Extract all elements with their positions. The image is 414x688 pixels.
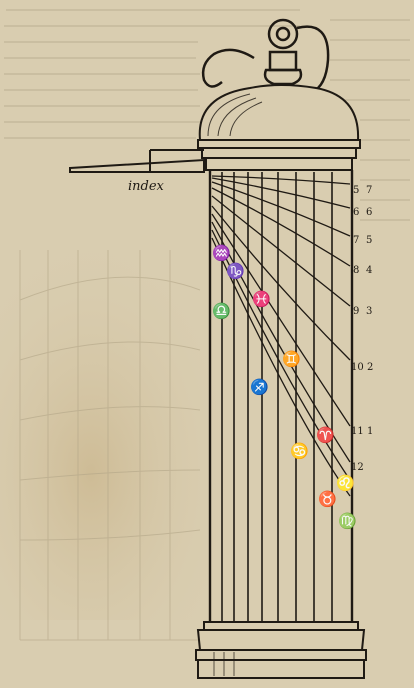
svg-text:♒: ♒: [212, 244, 231, 262]
svg-text:10: 10: [351, 362, 364, 373]
svg-text:♉: ♉: [318, 490, 337, 508]
svg-text:7: 7: [353, 235, 359, 246]
svg-text:♐: ♐: [250, 378, 269, 396]
svg-text:9: 9: [353, 306, 359, 317]
svg-text:♋: ♋: [290, 442, 309, 460]
index-label: index: [128, 179, 165, 194]
svg-text:12: 12: [351, 462, 364, 473]
finial: [201, 18, 330, 94]
bleed-through-text: [4, 9, 410, 221]
svg-text:8: 8: [353, 265, 359, 276]
svg-text:11: 11: [351, 426, 364, 437]
svg-text:♊: ♊: [282, 350, 301, 368]
svg-text:7: 7: [366, 185, 372, 196]
svg-text:4: 4: [366, 265, 372, 276]
hour-curves: [211, 175, 351, 497]
hour-numerals: 5 7 6 6 7 5 8 4 9 3 10 2 11 1 12: [351, 185, 373, 473]
month-columns: [221, 172, 333, 624]
svg-text:3: 3: [366, 306, 372, 317]
svg-text:1: 1: [367, 426, 373, 437]
svg-text:♈: ♈: [316, 426, 335, 444]
svg-text:♓: ♓: [252, 290, 271, 308]
svg-text:♌: ♌: [336, 474, 355, 492]
svg-text:6: 6: [353, 207, 359, 218]
gnomon-index: [69, 149, 205, 173]
svg-text:2: 2: [367, 362, 373, 373]
svg-text:♎: ♎: [212, 302, 231, 320]
bleed-through-grid: [19, 250, 201, 641]
svg-text:♑: ♑: [226, 262, 245, 280]
svg-text:5: 5: [366, 235, 372, 246]
cylinder-body: [208, 170, 354, 624]
lid: [197, 84, 361, 171]
base: [195, 621, 367, 679]
svg-text:5: 5: [353, 185, 359, 196]
zodiac-signs: ♒ ♓ ♈ ♉ ♊ ♋ ♌ ♍ ♎ ♐ ♑: [212, 244, 357, 530]
svg-text:♍: ♍: [338, 512, 357, 530]
svg-text:6: 6: [366, 207, 372, 218]
paper-stain: [0, 200, 260, 620]
